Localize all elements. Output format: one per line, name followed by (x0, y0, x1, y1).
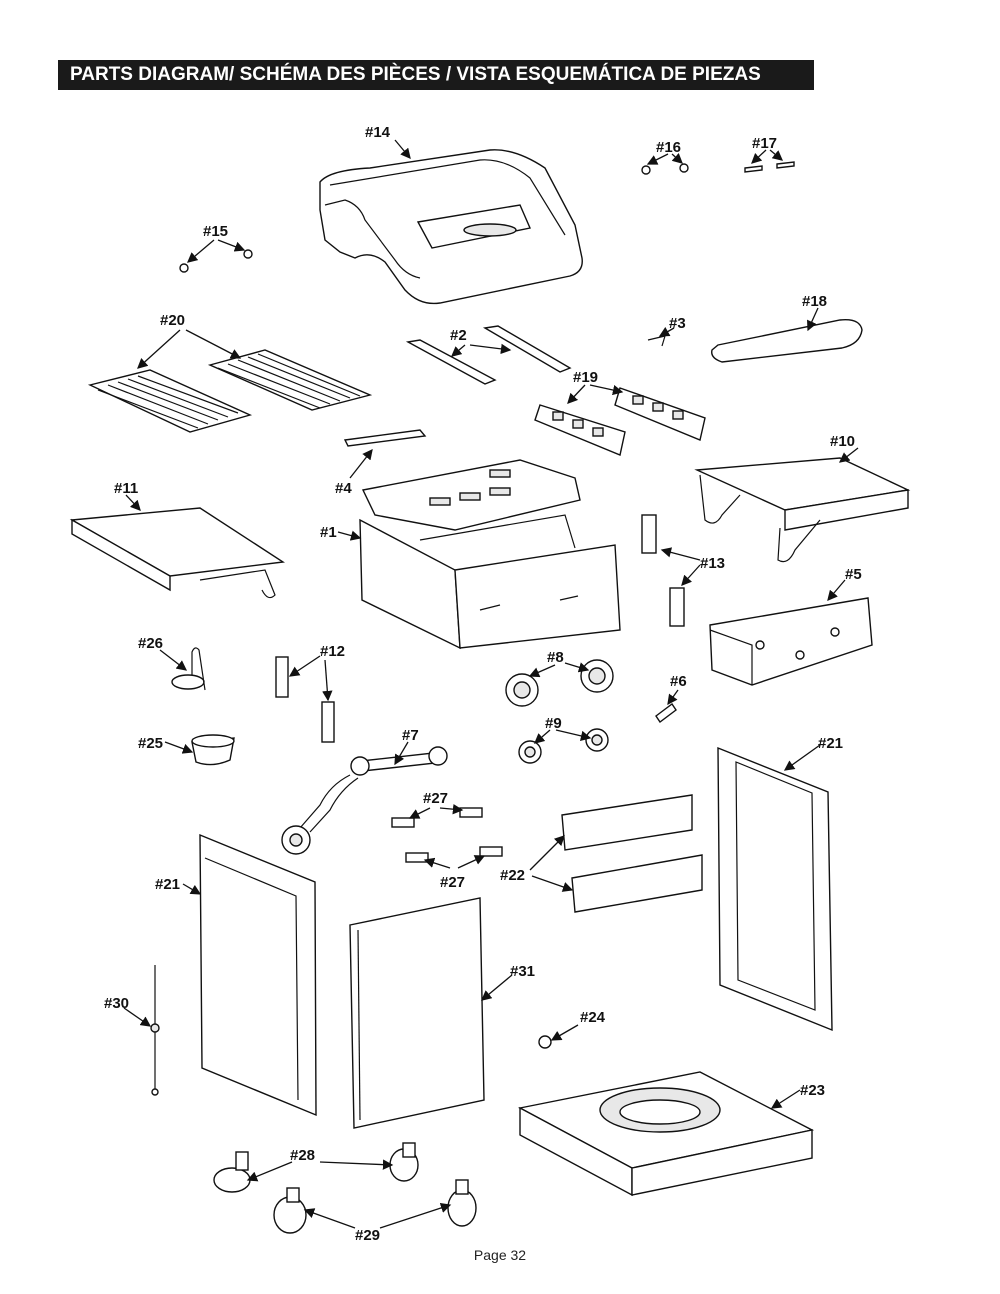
part-16-screws (641, 153, 689, 175)
part-26-hook (159, 647, 206, 691)
part-13-brackets (641, 514, 701, 627)
part-6-igniter (655, 689, 679, 724)
label-1: #1 (320, 524, 337, 541)
part-29-locking-casters (273, 1179, 477, 1234)
part-3-electrode (647, 326, 675, 347)
part-14-lid (319, 139, 583, 305)
part-7-gas-valve-manifold (281, 741, 448, 855)
label-2: #2 (450, 327, 467, 344)
label-4: #4 (335, 480, 352, 497)
part-11-side-shelf-left (69, 494, 285, 599)
label-8: #8 (547, 649, 564, 666)
part-1-firebox (337, 459, 621, 650)
part-8-control-knobs (505, 659, 614, 707)
label-20: #20 (160, 312, 185, 329)
label-18: #18 (802, 293, 827, 310)
label-14: #14 (365, 124, 391, 141)
label-31: #31 (510, 963, 535, 980)
label-12: #12 (320, 643, 345, 660)
part-27-batteries (391, 803, 503, 869)
part-30-chain (123, 965, 160, 1096)
label-7: #7 (402, 727, 419, 744)
label-30: #30 (104, 995, 129, 1012)
part-12-brackets (275, 655, 335, 743)
part-24-fastener (538, 1024, 579, 1049)
part-19-heat-tents (534, 384, 706, 456)
part-4-crossover (343, 429, 427, 479)
part-15-clips (179, 239, 253, 273)
label-29: #29 (355, 1227, 380, 1244)
part-22-cross-panels (529, 794, 703, 913)
label-27a: #27 (423, 790, 448, 807)
label-22: #22 (500, 867, 525, 884)
label-3: #3 (669, 315, 686, 332)
part-20-cooking-grates (87, 329, 373, 433)
label-13: #13 (700, 555, 725, 572)
label-6: #6 (670, 673, 687, 690)
diagram-title-banner: PARTS DIAGRAM/ SCHÉMA DES PIÈCES / VISTA… (58, 60, 814, 90)
part-28-casters (213, 1142, 419, 1193)
part-17-bolts (744, 149, 795, 173)
part-5-control-panel (709, 579, 873, 686)
label-28: #28 (290, 1147, 315, 1164)
part-21-side-panel-right (717, 744, 833, 1032)
label-23: #23 (800, 1082, 825, 1099)
label-11: #11 (114, 480, 138, 497)
part-23-base-tray (517, 1071, 815, 1197)
part-10-side-shelf-right (694, 447, 911, 563)
part-25-grease-cup (164, 734, 235, 766)
part-21-side-panel-left (182, 833, 317, 1117)
label-16: #16 (656, 139, 681, 156)
label-21a: #21 (155, 876, 180, 893)
part-9-knobs (518, 728, 609, 764)
label-24: #24 (580, 1009, 606, 1026)
label-25: #25 (138, 735, 163, 752)
part-31-door (349, 897, 513, 1129)
label-9: #9 (545, 715, 562, 732)
label-5: #5 (845, 566, 862, 583)
label-17: #17 (752, 135, 777, 152)
part-18-lid-handle (711, 307, 863, 363)
label-26: #26 (138, 635, 163, 652)
part-2-burners (405, 325, 572, 385)
label-21b: #21 (818, 735, 843, 752)
label-15: #15 (203, 223, 228, 240)
label-10: #10 (830, 433, 855, 450)
label-19: #19 (573, 369, 598, 386)
label-27b: #27 (440, 874, 465, 891)
page-number: Page 32 (473, 1247, 527, 1263)
